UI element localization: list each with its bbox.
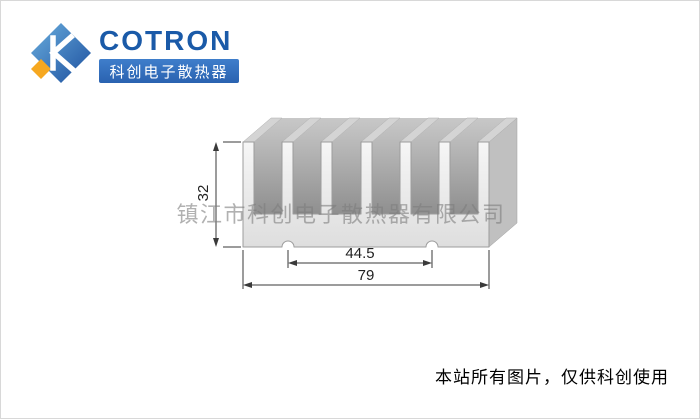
brand-name: COTRON	[99, 25, 233, 56]
cotron-logo: COTRON 科创电子散热器	[29, 21, 239, 85]
watermark-text: 镇江市科创电子散热器有限公司	[176, 202, 506, 227]
footer-note: 本站所有图片，仅供科创使用	[435, 368, 669, 387]
dim-pitch-label: 44.5	[345, 245, 375, 262]
dim-width-label: 79	[357, 267, 375, 284]
cotron-logo-icon	[31, 23, 91, 83]
heatsink-graphic	[242, 117, 518, 248]
logo-text-column: COTRON 科创电子散热器	[99, 21, 239, 83]
dimension-lines	[213, 141, 490, 289]
brand-badge: 科创电子散热器	[99, 59, 239, 83]
